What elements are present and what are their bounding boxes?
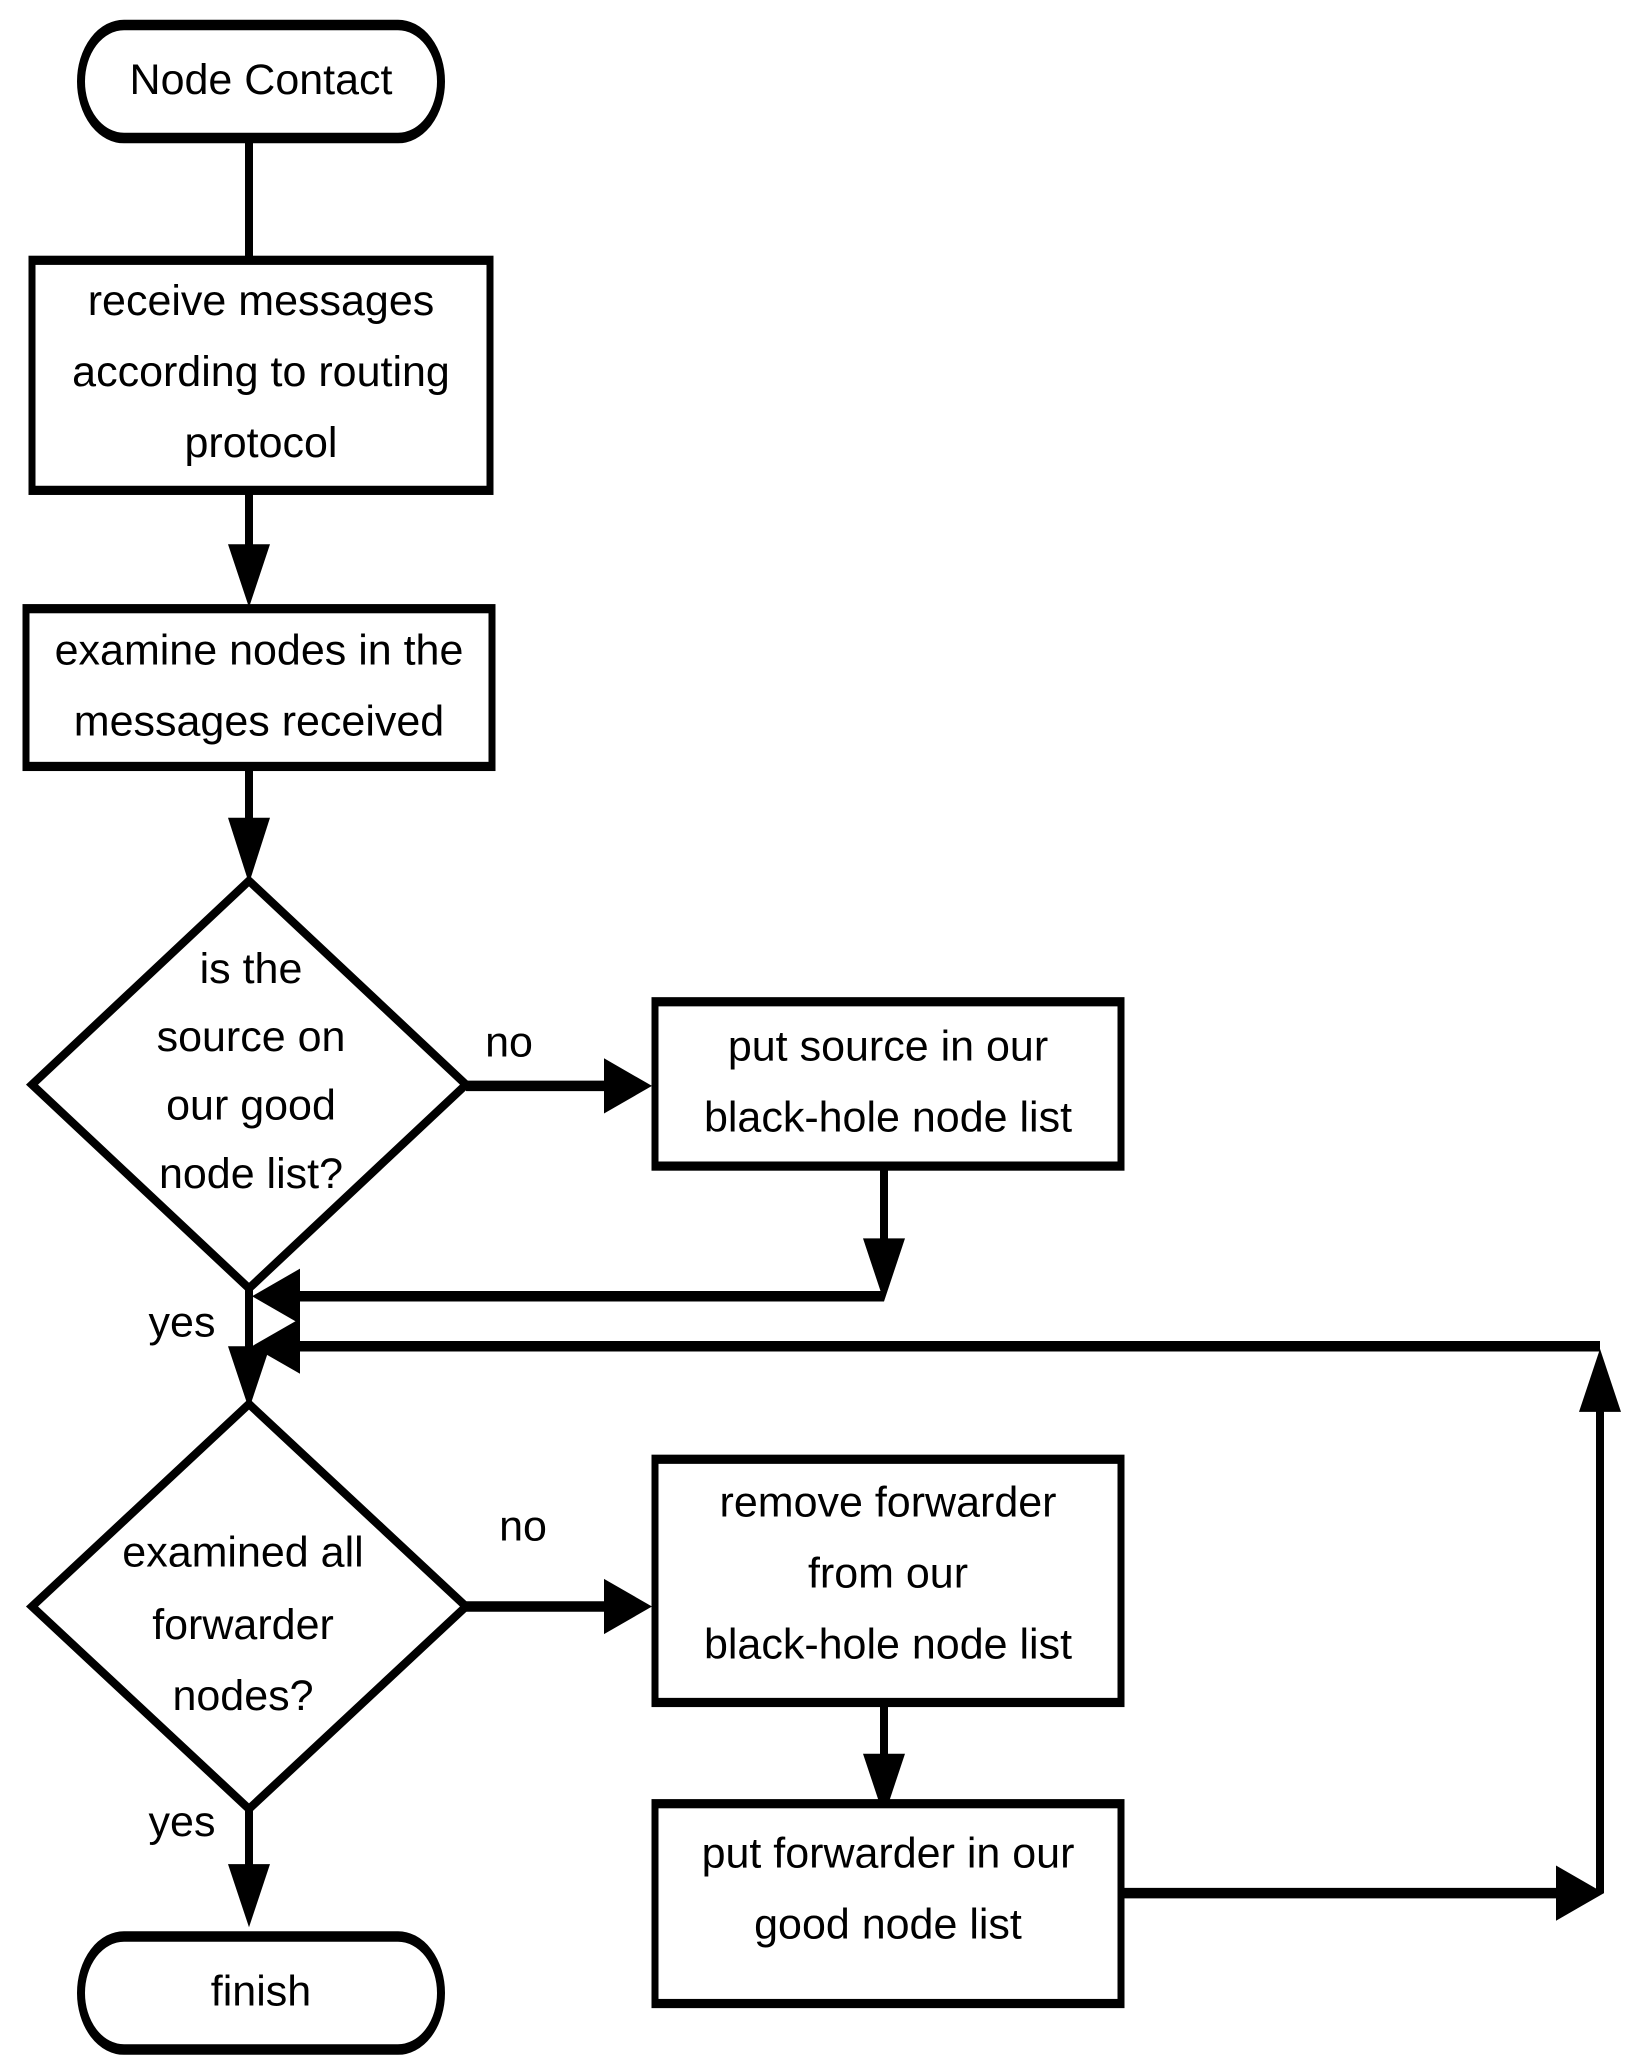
edge-label-forwarder-no: no: [499, 1502, 547, 1550]
arrow-down-icon: [228, 1864, 270, 1928]
put-source-line1: put source in our: [728, 1022, 1048, 1070]
put-forwarder-line2: good node list: [754, 1901, 1022, 1949]
edge-decision-source-no: no: [466, 1019, 652, 1114]
decision-source-line1: is the: [200, 945, 303, 993]
remove-forwarder-line3: black-hole node list: [704, 1621, 1072, 1669]
edge-decision-forwarder-no: no: [466, 1502, 652, 1635]
arrow-left-icon: [252, 1268, 300, 1324]
decision-forwarder-line2: forwarder: [152, 1601, 334, 1649]
edge-put-source-to-junction: [252, 1166, 905, 1324]
edge-examine-to-decision-source: [228, 766, 270, 884]
put-forwarder-line1: put forwarder in our: [702, 1830, 1075, 1878]
arrow-down-icon: [228, 817, 270, 884]
arrow-down-icon: [863, 1238, 905, 1302]
arrow-down-icon: [228, 544, 270, 608]
edge-receive-to-examine: [228, 490, 270, 608]
decision-forwarder-line3: nodes?: [172, 1672, 313, 1720]
start-label: Node Contact: [130, 56, 393, 104]
examine-nodes-line2: messages received: [74, 698, 444, 746]
edge-remove-to-put-forwarder: [863, 1702, 905, 1817]
receive-messages-line3: protocol: [185, 419, 338, 467]
node-remove-forwarder[interactable]: remove forwarder from our black-hole nod…: [651, 1454, 1125, 1708]
put-source-line2: black-hole node list: [704, 1093, 1072, 1141]
remove-forwarder-box: [651, 1454, 1125, 1708]
edge-label-source-yes: yes: [149, 1299, 216, 1347]
decision-source-line3: our good: [166, 1082, 336, 1130]
receive-messages-line1: receive messages: [88, 277, 435, 325]
examine-nodes-box: [22, 604, 496, 772]
node-receive-messages[interactable]: receive messages according to routing pr…: [28, 255, 494, 495]
node-finish[interactable]: finish: [77, 1931, 445, 2055]
node-put-source[interactable]: put source in our black-hole node list: [651, 997, 1125, 1171]
remove-forwarder-line2: from our: [808, 1550, 968, 1598]
examine-nodes-line1: examine nodes in the: [55, 627, 464, 675]
arrow-right-icon: [604, 1058, 652, 1114]
arrow-left-icon: [252, 1318, 300, 1374]
decision-forwarder-line1: examined all: [122, 1529, 363, 1577]
receive-messages-line2: according to routing: [72, 348, 450, 396]
edge-feedback-loop-to-junction: [252, 1318, 1600, 1374]
decision-source-line2: source on: [157, 1013, 346, 1061]
node-examine-nodes[interactable]: examine nodes in the messages received: [22, 604, 496, 772]
arrow-up-icon: [1579, 1348, 1621, 1412]
put-source-box: [651, 997, 1125, 1171]
node-put-forwarder[interactable]: put forwarder in our good node list: [651, 1799, 1125, 2009]
finish-label: finish: [211, 1968, 311, 2016]
finish-terminator-shape: [77, 1931, 445, 2055]
node-start[interactable]: Node Contact: [77, 19, 445, 144]
put-forwarder-box: [651, 1799, 1125, 2009]
edge-label-source-no: no: [485, 1019, 533, 1067]
remove-forwarder-line1: remove forwarder: [720, 1479, 1057, 1527]
edge-put-forwarder-feedback: [1121, 1348, 1621, 1921]
arrow-down-icon: [228, 1346, 270, 1410]
node-decision-forwarder[interactable]: examined all forwarder nodes?: [25, 1398, 473, 1815]
arrow-down-icon: [863, 1753, 905, 1817]
edge-forwarder-yes-to-finish: [228, 1808, 270, 1928]
edge-label-forwarder-yes: yes: [149, 1798, 216, 1846]
node-decision-source[interactable]: is the source on our good node list?: [25, 875, 473, 1295]
decision-source-line4: node list?: [159, 1150, 343, 1198]
arrow-right-icon: [604, 1578, 652, 1635]
edge-source-yes-trunk: [228, 1288, 270, 1410]
receive-messages-box: [28, 255, 494, 495]
start-terminator-shape: [77, 19, 445, 144]
arrow-right-icon: [1556, 1865, 1604, 1921]
